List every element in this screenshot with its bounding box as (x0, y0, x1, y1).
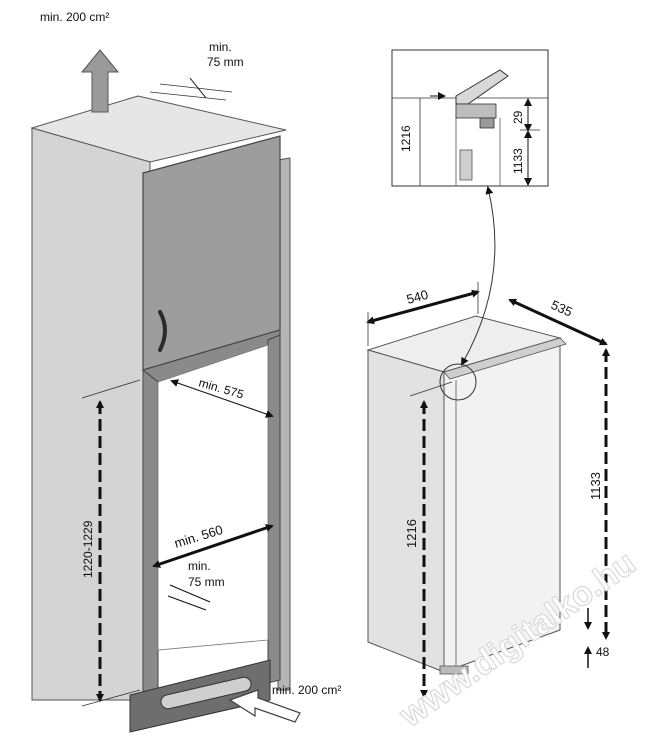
depth-line (508, 298, 608, 346)
zoom-circle (439, 363, 477, 401)
gap-top-value-label: 75 mm (207, 55, 244, 69)
height-label: 1216 (404, 519, 419, 548)
airflow-up-arrow-icon (80, 49, 120, 113)
detail-height-label: 1216 (399, 125, 413, 152)
detail-hinge (455, 69, 509, 105)
cabinet-side-panel (31, 127, 151, 701)
vent-top-label: min. 200 cm² (40, 10, 109, 24)
gap-top-min-label: min. (209, 40, 232, 54)
niche-depth-line (170, 379, 274, 418)
fridge-foot (439, 665, 469, 675)
side-gap-dimension (167, 584, 211, 611)
niche-left-frame (142, 368, 159, 696)
top-gap-dimension (149, 77, 233, 101)
height-dimension (409, 381, 453, 698)
bottom-gap-label: 48 (596, 645, 610, 659)
door-handle-icon (158, 310, 167, 352)
detail-gap-label: 29 (511, 110, 525, 124)
airflow-in-arrow-icon (228, 689, 301, 723)
niche-height-dimension (81, 379, 141, 707)
detail-inner-label: 1133 (511, 148, 525, 174)
depth-label: 535 (549, 297, 575, 320)
gap-side-min-label: min. (188, 559, 211, 573)
niche-width-line (152, 524, 274, 568)
niche-right-frame (267, 334, 281, 684)
inner-height-label: 1133 (588, 472, 603, 500)
cabinet (30, 95, 291, 733)
plinth-vent (160, 676, 252, 710)
detail-pointer (461, 186, 496, 366)
gap-side-value-label: 75 mm (188, 575, 225, 589)
fridge-front (367, 349, 445, 673)
detail-inset (391, 49, 549, 187)
niche-height-label: 1220-1229 (81, 520, 95, 578)
width-line (366, 289, 480, 325)
vent-bottom-label: min. 200 cm² (272, 683, 341, 697)
width-label: 540 (405, 287, 430, 307)
